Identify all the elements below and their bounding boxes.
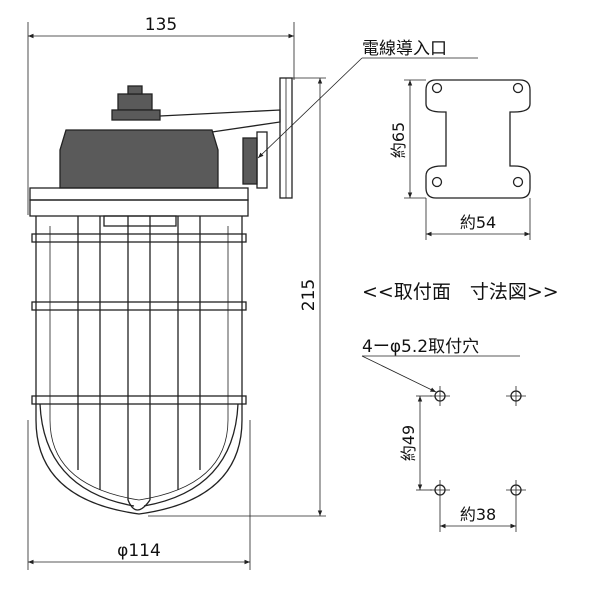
lamp-side-view: [29, 77, 293, 515]
wire-entry-callout: 電線導入口: [257, 39, 478, 159]
dim-overall-width-text: 135: [145, 15, 177, 35]
wire-entry-label: 電線導入口: [362, 39, 447, 59]
housing-flange: [29, 187, 249, 201]
wire-entry-fitting: [242, 137, 258, 185]
mount-hole-tr: [506, 386, 526, 406]
mounting-plate-front: 約65 約54: [389, 79, 531, 240]
lamp-housing: [59, 129, 219, 189]
plate-hole-tr: [512, 82, 524, 94]
hole-pattern: 4ーφ5.2取付穴 約49: [361, 337, 526, 532]
top-collar: [111, 109, 161, 121]
plate-width-text: 約54: [460, 213, 496, 232]
plate-hole-tl: [431, 82, 443, 94]
guard-ring-3: [31, 395, 247, 405]
dim-height-text: 215: [299, 279, 319, 311]
plate-outline: [425, 79, 531, 199]
plate-hole-br: [512, 176, 524, 188]
dim-diameter: φ114: [27, 420, 251, 570]
guard-ring-1: [31, 233, 247, 243]
plate-height-text: 約65: [389, 122, 408, 158]
dim-overall-width: 135: [27, 15, 295, 215]
dim-height: 215: [148, 77, 326, 517]
mount-hole-tl: [430, 386, 450, 406]
dim-diameter-text: φ114: [117, 541, 161, 561]
mounting-arm: [159, 109, 281, 133]
hole-horizontal-text: 約38: [460, 505, 496, 524]
top-nut-cap: [127, 85, 143, 95]
guard-ring-2: [31, 301, 247, 311]
top-nut: [117, 93, 153, 111]
section-title: <<取付面 寸法図>>: [362, 281, 559, 303]
holes-label: 4ーφ5.2取付穴: [362, 337, 479, 357]
glass-globe: [35, 216, 243, 515]
mount-hole-bl: [430, 480, 450, 500]
hole-vertical-text: 約49: [399, 425, 418, 461]
mount-hole-br: [506, 480, 526, 500]
plate-hole-bl: [431, 176, 443, 188]
